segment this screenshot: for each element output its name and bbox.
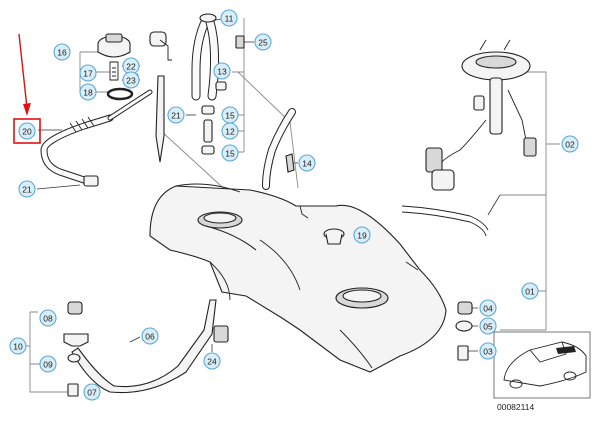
callout-02: 02 xyxy=(561,135,579,153)
callout-15: 15 xyxy=(221,144,239,162)
callout-18: 18 xyxy=(79,83,97,101)
callout-circle xyxy=(254,33,272,51)
callout-layer: 16 17 18 20 21 22 23 11 25 13 21 15 12 15 14 19 02 01 04 05… xyxy=(9,9,579,401)
callout-03: 03 xyxy=(479,342,497,360)
callout-label: 14 xyxy=(302,159,312,169)
callout-09: 09 xyxy=(39,355,57,373)
callout-14: 14 xyxy=(298,154,316,172)
callout-01: 01 xyxy=(521,282,539,300)
tension-strap xyxy=(71,299,229,394)
callout-label: 08 xyxy=(43,314,53,324)
fuel-pump-sender xyxy=(401,39,537,237)
callout-16: 16 xyxy=(53,43,71,61)
callout-label: 16 xyxy=(57,48,67,58)
callout-circle xyxy=(221,144,239,162)
callout-label: 13 xyxy=(217,67,227,77)
callout-circle xyxy=(39,309,57,327)
callout-label: 11 xyxy=(225,14,234,24)
callout-label: 19 xyxy=(357,231,367,241)
callout-label: 12 xyxy=(225,127,235,137)
callout-21: 21 xyxy=(167,106,185,124)
callout-label: 22 xyxy=(126,62,136,72)
callout-circle xyxy=(18,180,36,198)
callout-20: 20 xyxy=(18,122,36,140)
callout-19: 19 xyxy=(353,226,371,244)
callout-21: 21 xyxy=(18,180,36,198)
callout-circle xyxy=(122,71,140,89)
callout-10: 10 xyxy=(9,337,27,355)
callout-circle xyxy=(18,122,36,140)
callout-label: 15 xyxy=(225,111,235,121)
callout-circle xyxy=(479,299,497,317)
callout-06: 06 xyxy=(141,327,159,345)
callout-label: 03 xyxy=(483,347,493,357)
callout-04: 04 xyxy=(479,299,497,317)
callout-05: 05 xyxy=(479,317,497,335)
callout-11: 11 xyxy=(220,9,238,27)
vent-hoses xyxy=(191,13,296,190)
callout-label: 04 xyxy=(483,304,493,314)
callout-circle xyxy=(203,352,221,370)
callout-label: 18 xyxy=(83,88,93,98)
callout-label: 15 xyxy=(225,149,235,159)
fuel-tank xyxy=(149,183,447,373)
callout-label: 06 xyxy=(145,332,155,342)
callout-label: 20 xyxy=(22,127,32,137)
callout-label: 10 xyxy=(13,342,23,352)
callout-circle xyxy=(521,282,539,300)
callout-circle xyxy=(220,9,238,27)
callout-circle xyxy=(53,43,71,61)
hardware xyxy=(63,301,473,397)
filler-cap-parts xyxy=(97,31,172,163)
callout-circle xyxy=(9,337,27,355)
callout-15: 15 xyxy=(221,106,239,124)
callout-label: 02 xyxy=(565,140,575,150)
callout-label: 23 xyxy=(126,76,136,86)
callout-circle xyxy=(221,122,239,140)
callout-circle xyxy=(79,64,97,82)
callout-circle xyxy=(39,355,57,373)
callout-label: 01 xyxy=(525,287,535,297)
callout-17: 17 xyxy=(79,64,97,82)
filler-pipe xyxy=(40,89,153,187)
callout-circle xyxy=(167,106,185,124)
callout-label: 25 xyxy=(258,38,268,48)
vehicle-thumbnail xyxy=(493,331,591,399)
callout-label: 24 xyxy=(207,357,217,367)
callout-label: 21 xyxy=(22,185,32,195)
callout-label: 17 xyxy=(83,69,93,79)
callout-circle xyxy=(213,62,231,80)
callout-23: 23 xyxy=(122,71,140,89)
document-number: 00082114 xyxy=(497,402,535,412)
callout-circle xyxy=(79,83,97,101)
callout-24: 24 xyxy=(203,352,221,370)
callout-circle xyxy=(479,317,497,335)
callout-25: 25 xyxy=(254,33,272,51)
callout-12: 12 xyxy=(221,122,239,140)
callout-circle xyxy=(141,327,159,345)
callout-circle xyxy=(353,226,371,244)
callout-label: 07 xyxy=(87,388,97,398)
callout-circle xyxy=(479,342,497,360)
callout-08: 08 xyxy=(39,309,57,327)
callout-13: 13 xyxy=(213,62,231,80)
callout-circle xyxy=(561,135,579,153)
highlight-annotation xyxy=(13,33,41,144)
rollover-valve xyxy=(323,228,345,245)
callout-07: 07 xyxy=(83,383,101,401)
callout-label: 05 xyxy=(483,322,493,332)
callout-label: 09 xyxy=(43,360,53,370)
callout-circle xyxy=(298,154,316,172)
callout-label: 21 xyxy=(171,111,181,121)
callout-circle xyxy=(83,383,101,401)
